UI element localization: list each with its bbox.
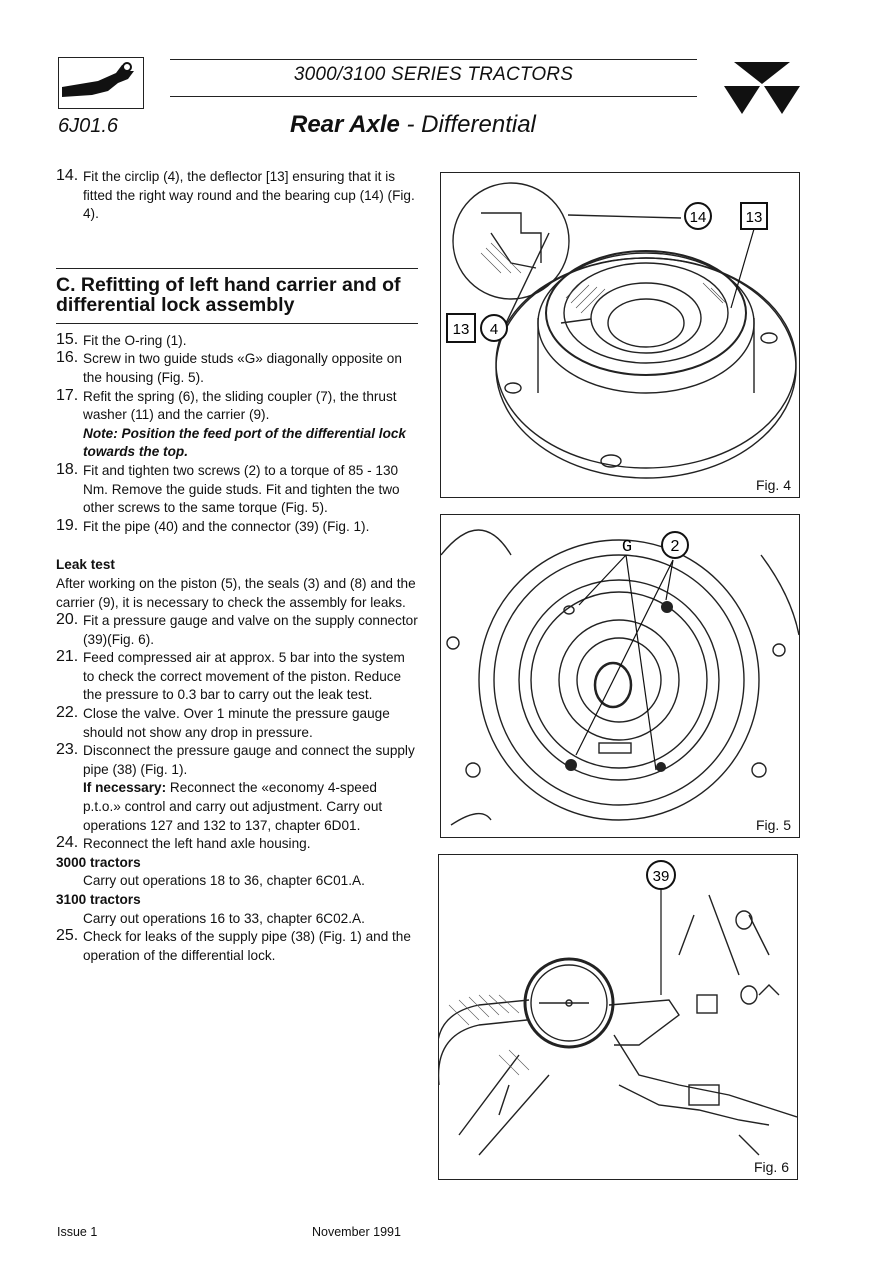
figure-5: G 2 Fig. 5 (440, 514, 800, 838)
fig5-callout-2: 2 (671, 538, 680, 555)
fig6-label: Fig. 6 (751, 1159, 791, 1175)
section-c-heading: C. Refitting of left hand carrier and of… (56, 267, 418, 324)
service-logo (58, 57, 144, 109)
series-title: 3000/3100 SERIES TRACTORS (293, 64, 574, 85)
tractors-3100-heading: 3100 tractors (56, 892, 141, 907)
issue-number: Issue 1 (57, 1225, 98, 1239)
fig4-label: Fig. 4 (753, 477, 793, 493)
step-23: 23.Disconnect the pressure gauge and con… (56, 741, 415, 833)
instructions-column: 14.Fit the circlip (4), the deflector [1… (56, 167, 418, 965)
step-22: 22.Close the valve. Over 1 minute the pr… (56, 704, 390, 740)
if-necessary-text: Reconnect the «economy 4-speed p.t.o.» c… (83, 780, 383, 833)
figure-4: 14 13 13 4 Fig. 4 (440, 172, 800, 498)
tractors-3100-text: Carry out operations 16 to 33, chapter 6… (83, 910, 365, 926)
issue-date: November 1991 (312, 1225, 401, 1239)
figure-5-drawing: G 2 (440, 529, 800, 826)
figure-4-drawing: 14 13 13 4 (446, 182, 797, 479)
step-24: 24.Reconnect the left hand axle housing. (56, 834, 311, 852)
step-17-note: Note: Position the feed port of the diff… (83, 425, 406, 460)
fig4-callout-14: 14 (690, 209, 707, 226)
step-20: 20.Fit a pressure gauge and valve on the… (56, 611, 418, 647)
leak-test-heading: Leak test (56, 557, 115, 573)
page-title: Rear Axle - Differential (290, 111, 536, 139)
if-necessary-label: If necessary: (83, 780, 167, 796)
figure-6-drawing: 39 (436, 860, 798, 1156)
chapter-code: 6J01.6 (58, 115, 119, 137)
step-25: 25.Check for leaks of the supply pipe (3… (56, 927, 411, 963)
fig6-callout-39: 39 (653, 868, 670, 885)
fig5-label: Fig. 5 (753, 817, 793, 833)
fig5-callout-G: G (622, 538, 632, 557)
tractors-3000-text: Carry out operations 18 to 36, chapter 6… (83, 873, 365, 889)
brand-triangles-logo (722, 60, 802, 116)
step-18: 18.Fit and tighten two screws (2) to a t… (56, 460, 400, 516)
fig4-callout-4: 4 (490, 321, 498, 338)
fig4-callout-13-left: 13 (453, 321, 470, 338)
tractors-3000-heading: 3000 tractors (56, 854, 141, 870)
step-14: 14.Fit the circlip (4), the deflector [1… (56, 167, 415, 222)
step-19: 19.Fit the pipe (40) and the connector (… (56, 516, 370, 534)
step-16: 16.Screw in two guide studs «G» diagonal… (56, 349, 402, 385)
step-15: 15.Fit the O-ring (1). (56, 330, 187, 348)
page-title-bold: Rear Axle (290, 111, 400, 138)
leak-test-intro: After working on the piston (5), the sea… (56, 575, 416, 610)
page-title-rest: - Differential (399, 111, 536, 138)
step-21: 21.Feed compressed air at approx. 5 bar … (56, 648, 405, 703)
figure-6: 39 Fig. 6 (436, 854, 798, 1180)
fig4-callout-13-top: 13 (746, 209, 763, 226)
step-17: 17.Refit the spring (6), the sliding cou… (56, 386, 406, 460)
